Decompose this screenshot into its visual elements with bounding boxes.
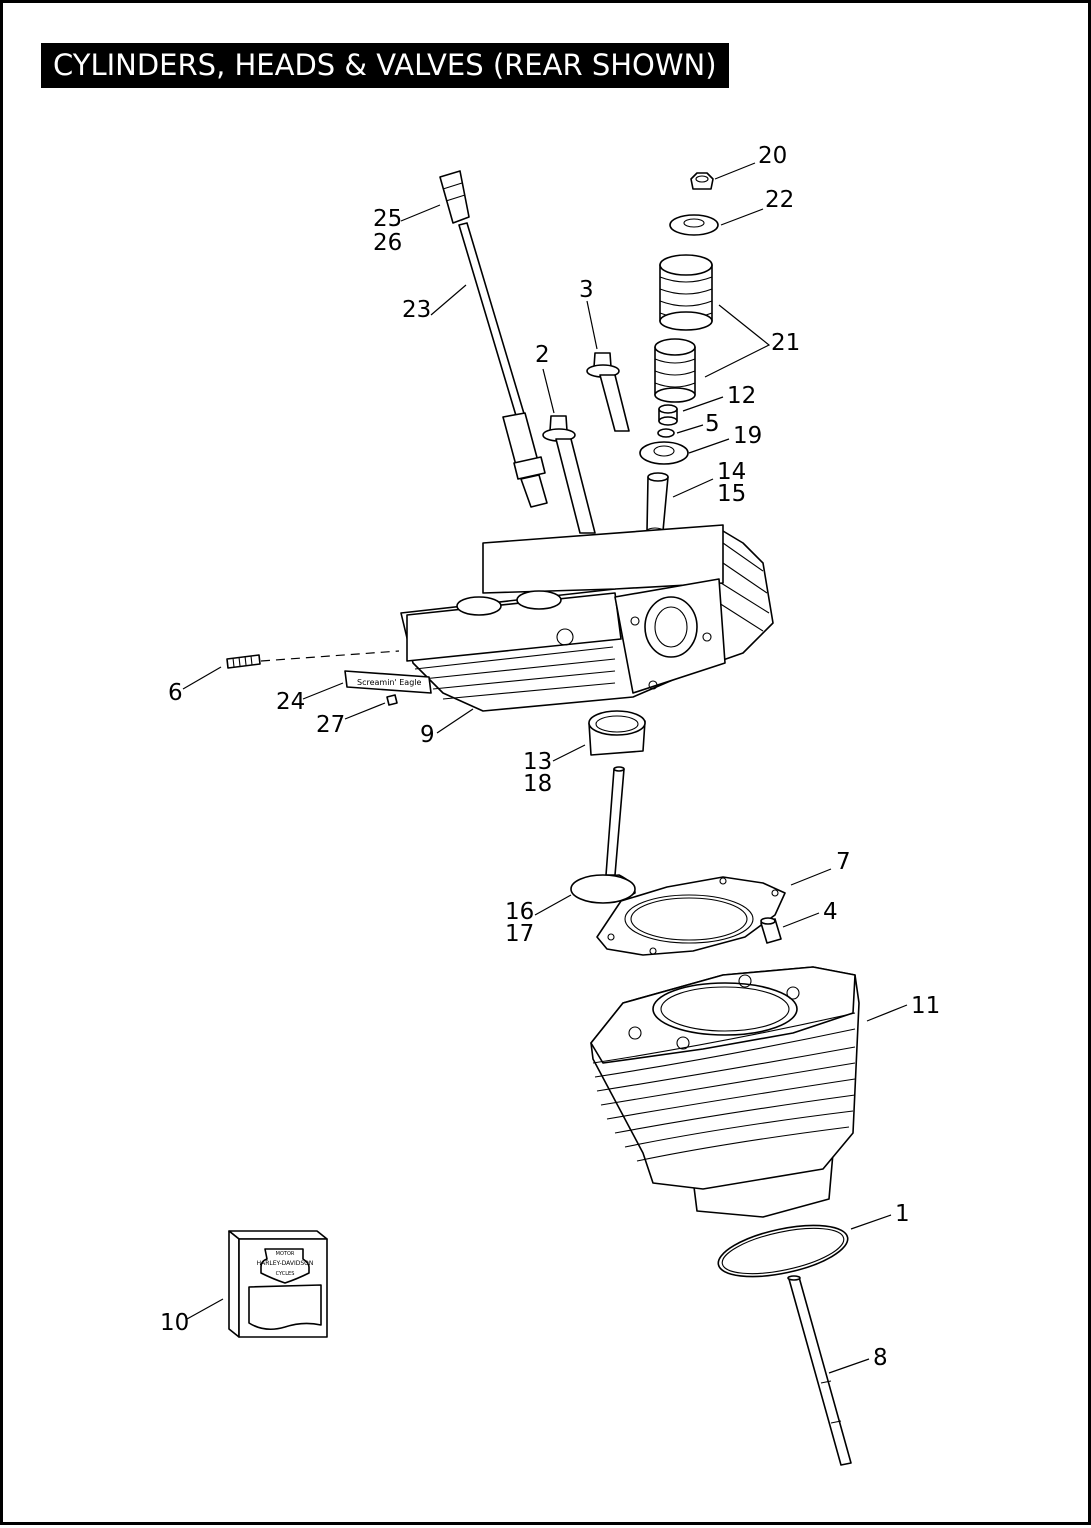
exploded-view-diagram: Screamin' Eagle	[160, 143, 940, 1466]
callout-21: 21	[771, 330, 800, 356]
callout-3: 3	[579, 277, 594, 303]
badge-label: Screamin' Eagle	[357, 678, 422, 687]
callout-7: 7	[836, 849, 851, 875]
callout-25: 25	[373, 206, 402, 232]
box-logo-middle: HARLEY-DAVIDSON	[257, 1260, 314, 1267]
part-4-dowel	[760, 917, 782, 944]
part-3-head-bolt	[586, 352, 630, 432]
callout-23: 23	[402, 297, 431, 323]
callout-24: 24	[276, 689, 305, 715]
part-7-head-gasket	[596, 876, 786, 956]
callout-15: 15	[717, 481, 746, 507]
part-20-nut	[690, 172, 714, 190]
callout-18: 18	[523, 771, 552, 797]
part-9-cylinder-head	[400, 524, 774, 712]
box-logo-bottom: CYCLES	[276, 1271, 295, 1277]
callout-11: 11	[911, 993, 940, 1019]
part-5-retaining-ring	[657, 428, 675, 438]
callout-4: 4	[823, 899, 838, 925]
callout-1: 1	[895, 1201, 910, 1227]
part-2-head-bolt	[542, 415, 596, 534]
part-16-valve	[570, 766, 636, 904]
part-24-badge: Screamin' Eagle	[344, 670, 432, 694]
part-6-spring	[226, 650, 400, 669]
part-21-valve-springs	[654, 254, 713, 403]
part-22-spring-retainer	[669, 214, 719, 236]
callout-labels: 20 22 21 12 5 19 14 15 3 2 25 26 23 6 24…	[160, 143, 940, 1371]
callout-14: 14	[717, 459, 746, 485]
page-title: CYLINDERS, HEADS & VALVES (REAR SHOWN)	[41, 43, 729, 88]
part-8-cylinder-stud	[787, 1275, 852, 1466]
part-14-valve-guide	[646, 472, 669, 535]
callout-6: 6	[168, 680, 183, 706]
callout-2: 2	[535, 342, 550, 368]
callout-26: 26	[373, 230, 402, 256]
callout-19: 19	[733, 423, 762, 449]
box-logo-top: MOTOR	[276, 1251, 295, 1257]
part-11-cylinder	[590, 966, 860, 1218]
part-1-o-ring	[717, 1224, 849, 1278]
callout-17: 17	[505, 921, 534, 947]
leader-lines	[182, 162, 908, 1374]
part-27-screw	[386, 694, 398, 706]
callout-9: 9	[420, 722, 435, 748]
callout-20: 20	[758, 143, 787, 169]
part-23-push-rod-assembly	[439, 170, 548, 508]
callout-27: 27	[316, 712, 345, 738]
callout-8: 8	[873, 1345, 888, 1371]
callout-22: 22	[765, 187, 794, 213]
part-13-valve-seat-ring	[588, 710, 646, 756]
part-19-spring-seat	[639, 441, 689, 465]
callout-16: 16	[505, 899, 534, 925]
callout-12: 12	[727, 383, 756, 409]
part-12-valve-seal	[658, 404, 678, 426]
callout-5: 5	[705, 411, 720, 437]
callout-13: 13	[523, 749, 552, 775]
callout-10: 10	[160, 1310, 189, 1336]
part-10-gasket-kit-box: MOTOR HARLEY-DAVIDSON CYCLES	[228, 1230, 328, 1338]
